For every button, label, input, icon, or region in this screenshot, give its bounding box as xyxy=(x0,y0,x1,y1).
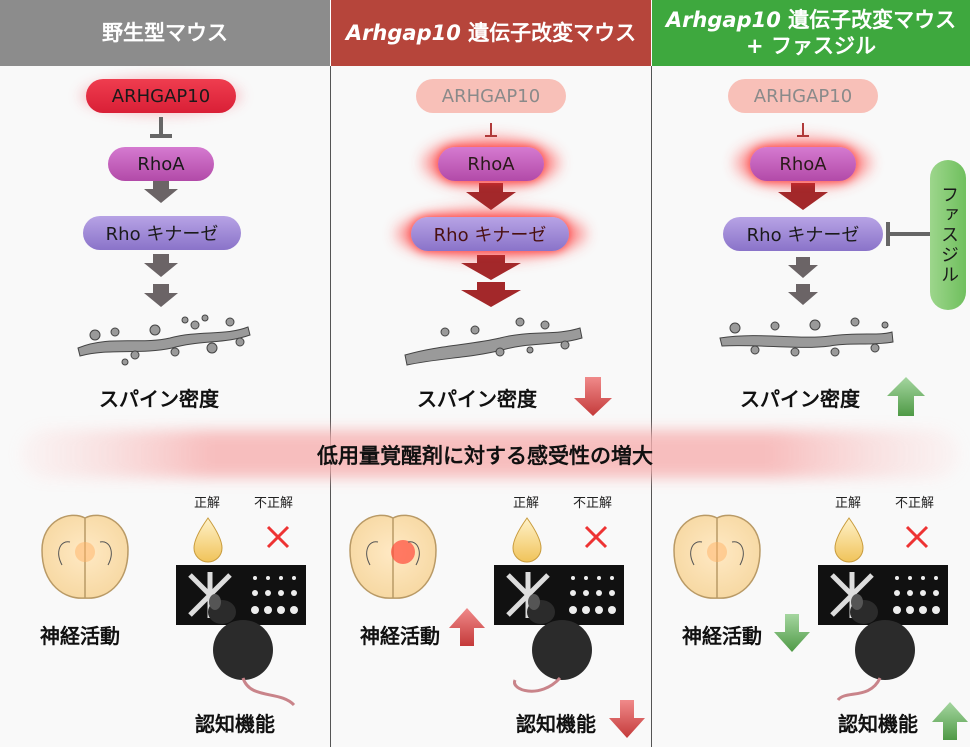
incorrect-cross-ko xyxy=(584,525,608,549)
spine-density-label-wt: スパイン密度 xyxy=(99,387,219,411)
rhoa-pill-wt: RhoA xyxy=(108,147,214,181)
header-knockout: Arhgap10 遺伝子改変マウス xyxy=(331,0,651,66)
header-knockout-rest: 遺伝子改変マウス xyxy=(460,21,637,45)
sensitivity-banner: 低用量覚醒剤に対する感受性の増大 xyxy=(317,444,653,468)
cognitive-label-wt: 認知機能 xyxy=(195,712,275,736)
inhibit-arrow-fasudil xyxy=(797,123,809,137)
correct-drop-fasudil xyxy=(834,517,864,563)
header-wild-type-label: 野生型マウス xyxy=(102,21,228,45)
rho-kinase-pill-wt: Rho キナーゼ xyxy=(83,216,241,250)
neural-activity-up-arrow xyxy=(449,608,485,646)
incorrect-label-ko: 不正解 xyxy=(573,496,613,511)
arhgap10-pill-wt: ARHGAP10 xyxy=(86,79,236,113)
brain-fasudil xyxy=(673,514,761,599)
touchscreen-fasudil xyxy=(818,565,948,625)
inhibit-arrow-wt xyxy=(150,117,172,138)
brain-wt xyxy=(41,514,129,599)
spine-density-label-fasudil: スパイン密度 xyxy=(740,387,860,411)
mouse-ko xyxy=(513,594,592,693)
fasudil-pill: ファスジル xyxy=(930,160,966,310)
rho-kinase-pill-ko: Rho キナーゼ xyxy=(411,217,569,251)
incorrect-label-wt: 不正解 xyxy=(254,496,294,511)
cognitive-down-arrow xyxy=(609,700,645,738)
activation-arrows-ko xyxy=(461,183,521,307)
rhoa-pill-ko: RhoA xyxy=(438,147,544,181)
spine-density-down-arrow xyxy=(574,377,612,416)
banner-band xyxy=(20,430,960,478)
header-wild-type: 野生型マウス xyxy=(0,0,330,66)
dendrite-wt xyxy=(77,314,251,366)
dendrite-fasudil xyxy=(719,317,894,357)
activation-arrow-fasudil-red xyxy=(778,183,828,210)
cognitive-up-arrow xyxy=(932,702,968,740)
brain-ko xyxy=(349,514,437,599)
column-divider-1 xyxy=(330,66,331,747)
fasudil-inhibit-mark xyxy=(886,222,930,246)
header-knockout-fasudil-gene: Arhgap10 xyxy=(665,8,781,32)
header-knockout-fasudil-line1: Arhgap10 遺伝子改変マウス xyxy=(666,7,956,33)
rhoa-pill-fasudil: RhoA xyxy=(750,147,856,181)
arhgap10-pill-ko: ARHGAP10 xyxy=(416,79,566,113)
header-knockout-fasudil-rest: 遺伝子改変マウス xyxy=(780,8,957,32)
activation-arrows-wt xyxy=(144,180,178,307)
neural-activity-label-fasudil: 神経活動 xyxy=(682,624,762,648)
header-knockout-label: Arhgap10 遺伝子改変マウス xyxy=(346,20,636,46)
mouse-fasudil xyxy=(836,594,915,702)
incorrect-cross-wt xyxy=(266,525,290,549)
touchscreen-wt xyxy=(176,565,306,625)
dendrite-ko xyxy=(404,317,583,366)
incorrect-label-fasudil: 不正解 xyxy=(895,496,935,511)
inhibit-arrow-ko xyxy=(485,123,497,137)
spine-density-label-ko: スパイン密度 xyxy=(417,387,537,411)
header-knockout-fasudil: Arhgap10 遺伝子改変マウス + ファスジル xyxy=(652,0,970,66)
correct-label-fasudil: 正解 xyxy=(835,496,862,511)
correct-label-wt: 正解 xyxy=(194,496,221,511)
correct-drop-wt xyxy=(193,517,223,563)
touchscreen-ko xyxy=(494,565,624,625)
correct-label-ko: 正解 xyxy=(513,496,540,511)
activation-arrows-fasudil-gray xyxy=(788,257,818,305)
incorrect-cross-fasudil xyxy=(905,525,929,549)
correct-drop-ko xyxy=(512,517,542,563)
header-knockout-fasudil-line2: + ファスジル xyxy=(746,34,876,58)
neural-activity-label-ko: 神経活動 xyxy=(360,624,440,648)
column-divider-2 xyxy=(651,66,652,747)
rho-kinase-pill-fasudil: Rho キナーゼ xyxy=(723,217,883,251)
spine-density-up-arrow xyxy=(887,377,925,416)
fasudil-label: ファスジル xyxy=(938,185,959,285)
header-knockout-gene: Arhgap10 xyxy=(345,21,461,45)
neural-activity-label-wt: 神経活動 xyxy=(40,624,120,648)
neural-activity-down-arrow xyxy=(774,614,810,652)
cognitive-label-fasudil: 認知機能 xyxy=(838,712,918,736)
arhgap10-pill-fasudil: ARHGAP10 xyxy=(728,79,878,113)
cognitive-label-ko: 認知機能 xyxy=(516,712,596,736)
mouse-wt xyxy=(208,594,296,707)
